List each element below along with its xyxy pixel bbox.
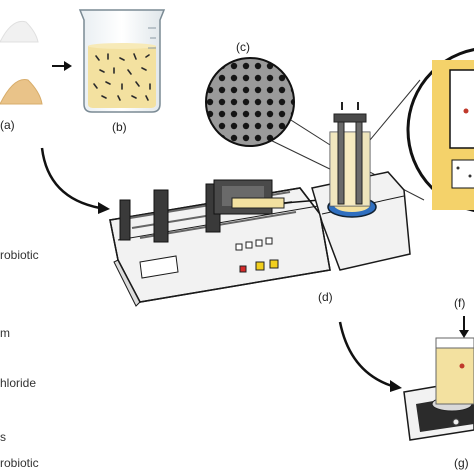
side-text-5: robiotic (0, 456, 39, 470)
white-powder-pile-icon (0, 20, 39, 43)
side-text-1: robiotic (0, 248, 39, 262)
label-a: (a) (0, 118, 15, 132)
label-f: (f) (454, 296, 466, 310)
label-b: (b) (112, 120, 127, 134)
label-c: (c) (236, 40, 250, 54)
capsule-zoom-icon (359, 48, 474, 212)
side-text-3: hloride (0, 376, 37, 390)
stirrer-beaker-icon (435, 316, 474, 405)
label-g: (g) (454, 456, 469, 470)
collection-beaker-icon (329, 102, 371, 207)
tan-powder-pile-icon (0, 79, 43, 105)
mesh-zoom-icon (205, 57, 339, 173)
syringe-pump-icon (109, 179, 331, 307)
arrow-to-syringe-pump (40, 147, 110, 214)
label-d: (d) (318, 290, 333, 304)
arrow-to-stirrer (338, 321, 402, 392)
arrow-a-to-b (52, 61, 72, 71)
side-text-4: s (0, 430, 6, 444)
beaker-icon (78, 9, 166, 113)
side-text-2: m (0, 326, 10, 340)
